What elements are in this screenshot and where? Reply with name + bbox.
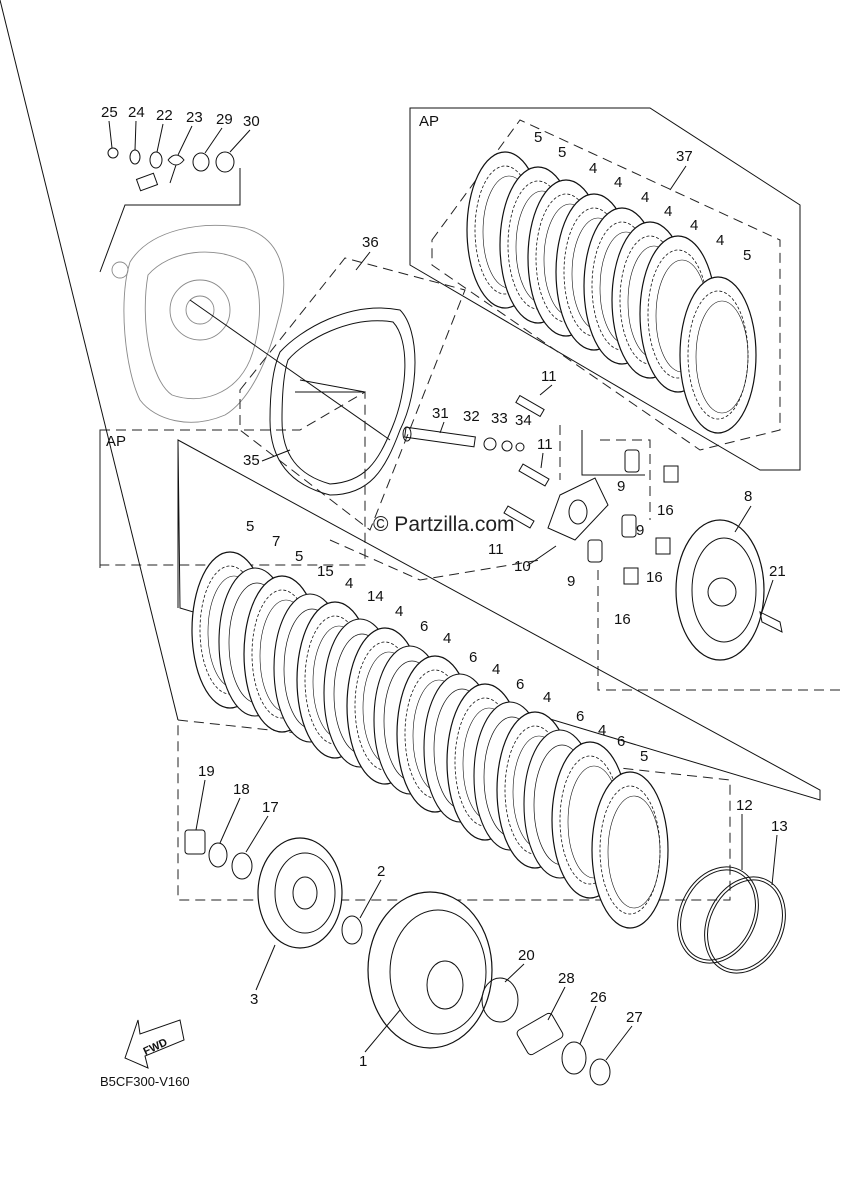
callout-13: 13	[771, 818, 788, 835]
callout-9-b: 9	[636, 522, 644, 539]
callout-2: 2	[377, 863, 385, 880]
push-rod-assembly	[402, 426, 525, 452]
wire-rings	[677, 866, 786, 974]
callout-4-l5: 4	[543, 689, 551, 706]
callout-11-a: 11	[541, 368, 557, 385]
fwd-arrow: FWD	[124, 1019, 185, 1069]
callout-36: 36	[362, 234, 379, 251]
ap-group-lower: AP	[0, 0, 821, 929]
callout-15: 15	[317, 563, 334, 580]
callout-9-c: 9	[567, 573, 575, 590]
callout-6-l4: 6	[576, 708, 584, 725]
callout-37: 37	[676, 148, 693, 165]
callout-5-u3: 5	[743, 247, 751, 264]
callout-4-l4: 4	[492, 661, 500, 678]
callout-7: 7	[272, 533, 280, 550]
callout-4-l2: 4	[395, 603, 403, 620]
callout-5-l2: 5	[295, 548, 303, 565]
callout-16-a: 16	[657, 502, 674, 519]
callout-33: 33	[491, 410, 508, 427]
callout-34: 34	[515, 412, 532, 429]
callout-10: 10	[514, 558, 531, 575]
callout-16-b: 16	[646, 569, 663, 586]
callout-4-l6: 4	[598, 722, 606, 739]
ap-label-upper: AP	[419, 113, 439, 130]
callout-11-b: 11	[537, 436, 553, 453]
callout-4-l1: 4	[345, 575, 353, 592]
crankcase-cover-ghost	[111, 224, 285, 423]
callout-29: 29	[216, 111, 233, 128]
callout-32: 32	[463, 408, 480, 425]
fwd-arrow-label: FWD	[142, 1036, 170, 1057]
callout-28: 28	[558, 970, 575, 987]
callout-14: 14	[367, 588, 384, 605]
callout-25: 25	[101, 104, 118, 121]
callout-23: 23	[186, 109, 203, 126]
leader-lines	[108, 120, 778, 1061]
callout-20: 20	[518, 947, 535, 964]
ap-group-upper: AP	[409, 107, 801, 471]
callout-8: 8	[744, 488, 752, 505]
callout-5-u1: 5	[534, 129, 542, 146]
callout-3: 3	[250, 991, 258, 1008]
callout-4-u1: 4	[589, 160, 597, 177]
watermark: © Partzilla.com	[373, 513, 515, 536]
callout-5-l1: 5	[246, 518, 254, 535]
callout-1: 1	[359, 1053, 367, 1070]
callout-27: 27	[626, 1009, 643, 1026]
callout-6-l2: 6	[469, 649, 477, 666]
bottom-parts	[184, 829, 611, 1086]
callout-19: 19	[198, 763, 215, 780]
callout-17: 17	[262, 799, 279, 816]
callout-24: 24	[128, 104, 145, 121]
ap-label-lower: AP	[106, 433, 126, 450]
callout-4-u2: 4	[614, 174, 622, 191]
callout-18: 18	[233, 781, 250, 798]
small-parts-top-left	[107, 147, 235, 192]
callout-6-l5: 6	[617, 733, 625, 750]
callout-31: 31	[432, 405, 449, 422]
callout-35: 35	[243, 452, 260, 469]
callout-6-l1: 6	[420, 618, 428, 635]
callout-11-c: 11	[488, 541, 504, 558]
callout-22: 22	[156, 107, 173, 124]
callout-9-a: 9	[617, 478, 625, 495]
callout-5-l3: 5	[640, 748, 648, 765]
callout-4-u4: 4	[664, 203, 672, 220]
callout-labels: 25 24 22 23 29 30 36 35 31 32 33 34 11 1…	[101, 104, 788, 1070]
callout-16-c: 16	[614, 611, 631, 628]
pressure-plate-hardware	[329, 394, 840, 691]
diagram-code: B5CF300-V160	[100, 1074, 190, 1089]
callout-4-u6: 4	[716, 232, 724, 249]
callout-12: 12	[736, 797, 753, 814]
callout-4-u3: 4	[641, 189, 649, 206]
callout-6-l3: 6	[516, 676, 524, 693]
callout-26: 26	[590, 989, 607, 1006]
gasket-group	[239, 257, 466, 531]
callout-30: 30	[243, 113, 260, 130]
callout-4-u5: 4	[690, 217, 698, 234]
callout-4-l3: 4	[443, 630, 451, 647]
upper-plate-stack	[466, 151, 757, 434]
callout-5-u2: 5	[558, 144, 566, 161]
callout-21: 21	[769, 563, 786, 580]
